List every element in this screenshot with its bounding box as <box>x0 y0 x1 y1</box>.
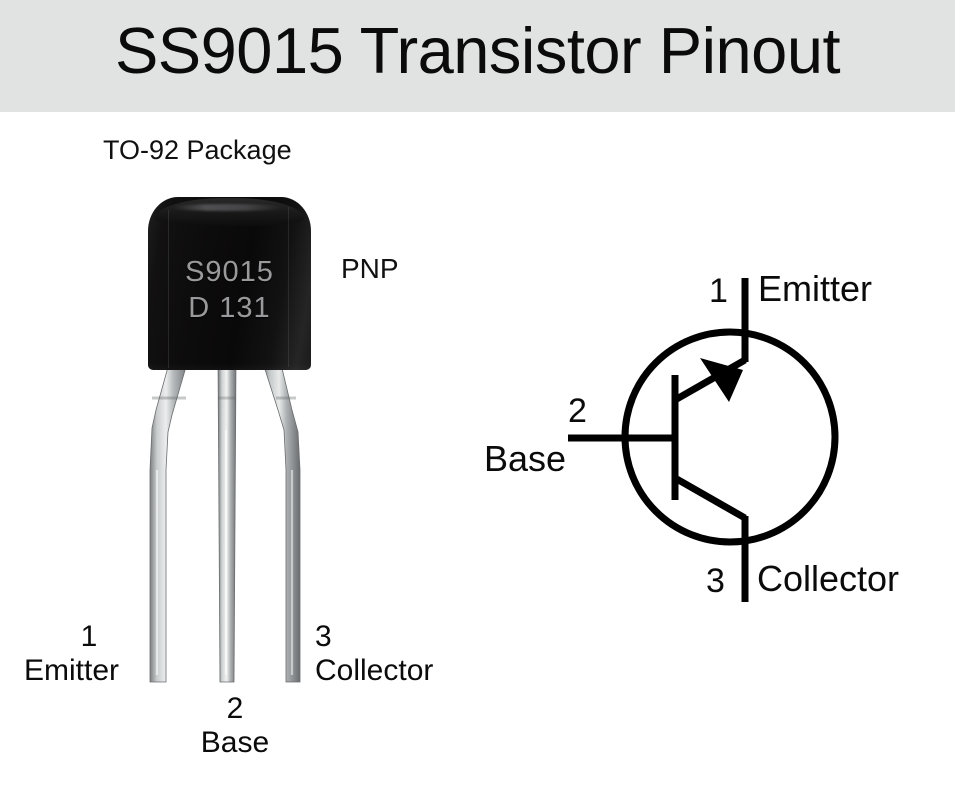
header-banner: SS9015 Transistor Pinout <box>0 0 955 112</box>
photo-pin-callout-3: 3 Collector <box>315 620 515 688</box>
photo-pin-2-number: 2 <box>226 692 244 725</box>
pnp-arrowhead <box>700 358 743 402</box>
emitter-diagonal <box>673 356 747 404</box>
body-marking-date-code: D 131 <box>188 292 271 324</box>
body-top-gloss <box>172 204 284 211</box>
schematic-pin-2-name: Base <box>484 438 567 479</box>
photo-pin-3-name: Collector <box>315 654 434 687</box>
body-marking-part-number: S9015 <box>185 256 274 288</box>
schematic-pin-1-name: Emitter <box>758 268 873 309</box>
photo-pin-3-number: 3 <box>315 620 332 653</box>
photo-pin-1-name: Emitter <box>24 654 120 687</box>
collector-diagonal <box>673 474 747 522</box>
photo-pin-2-name: Base <box>200 726 270 759</box>
body-top-cap <box>155 198 304 226</box>
package-type-label: TO-92 Package <box>103 135 292 165</box>
transistor-type-label: PNP <box>341 253 399 284</box>
schematic-pin-1-number: 1 <box>709 272 728 310</box>
body-right-edge <box>288 207 289 367</box>
schematic-pin-3-number: 3 <box>706 562 725 600</box>
transistor-schematic-symbol <box>470 250 955 630</box>
page-title: SS9015 Transistor Pinout <box>114 14 841 87</box>
photo-pin-callout-1: 1 Emitter <box>24 620 164 688</box>
photo-pin-callout-2: 2 Base <box>175 692 295 760</box>
schematic-pin-3-name: Collector <box>757 558 900 599</box>
body-front-edge <box>168 210 169 368</box>
photo-pin-1-number: 1 <box>80 620 98 653</box>
schematic-pin-2-number: 2 <box>568 392 587 430</box>
transistor-body: S9015 D 131 <box>148 197 311 370</box>
transistor-photo: S9015 D 131 PNP <box>0 170 470 700</box>
transistor-leads <box>0 170 470 700</box>
